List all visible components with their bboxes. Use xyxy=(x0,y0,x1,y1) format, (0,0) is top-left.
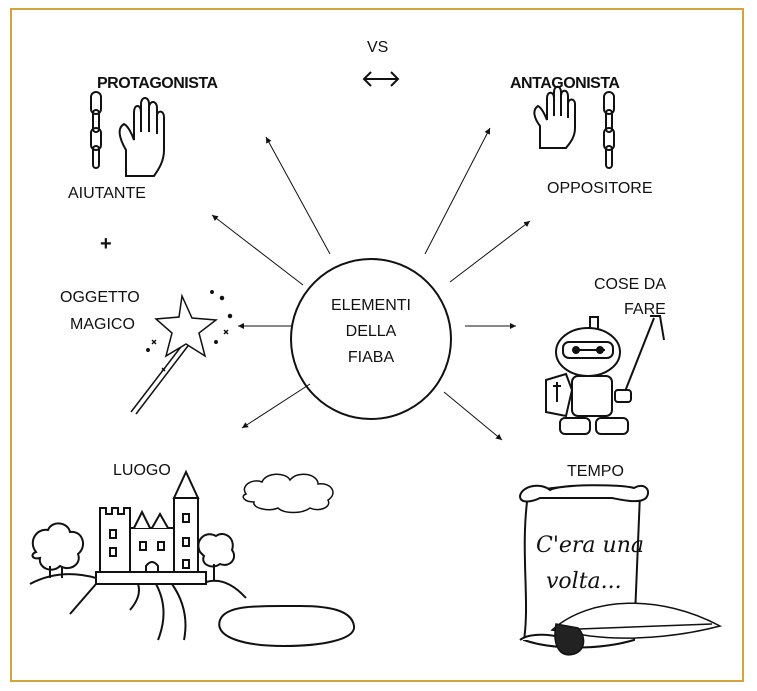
scroll-text-line-1: C'era una xyxy=(536,533,644,558)
center-label-line-3: FIABA xyxy=(347,349,395,366)
chain-icon xyxy=(603,91,615,169)
arrow-luogo xyxy=(241,383,311,429)
center-label-line-1: ELEMENTI xyxy=(330,297,411,314)
plus-sign: + xyxy=(100,233,112,255)
luogo-label: LUOGO xyxy=(113,462,171,479)
vs-label: VS xyxy=(367,39,389,56)
antagonista-label: ANTAGONISTA xyxy=(510,75,620,92)
protagonista-label: PROTAGONISTA xyxy=(97,75,218,92)
knight-icon xyxy=(545,315,665,435)
scroll-text-line-2: volta... xyxy=(546,569,622,594)
cloud-icon xyxy=(242,473,334,514)
arrow-aiutante xyxy=(211,214,304,286)
cose-da-fare-label-2: FARE xyxy=(624,301,666,318)
chain-icon xyxy=(90,91,102,169)
oggetto-magico-label-1: OGGETTO xyxy=(60,289,140,306)
oppositore-label: OPPOSITORE xyxy=(547,180,653,197)
tempo-label: TEMPO xyxy=(567,463,624,480)
arrow-protagonista xyxy=(265,136,331,255)
center-label: ELEMENTI DELLA FIABA xyxy=(311,293,431,371)
castle-icon xyxy=(95,469,207,585)
feather-icon xyxy=(550,602,723,656)
connector-arrows xyxy=(211,127,531,441)
arrow-oppositore xyxy=(449,220,531,283)
cose-da-fare-label-1: COSE DA xyxy=(594,276,667,293)
lake-icon xyxy=(218,604,355,648)
double-arrow-icon xyxy=(362,71,400,87)
hand-icon xyxy=(533,85,576,149)
hand-icon xyxy=(118,97,165,177)
aiutante-label: AIUTANTE xyxy=(68,185,146,202)
magic-wand-icon xyxy=(130,290,233,415)
arrow-antagonista xyxy=(424,127,491,255)
center-label-line-2: DELLA xyxy=(345,323,397,340)
center-circle xyxy=(290,258,452,420)
trees xyxy=(29,522,247,641)
oggetto-magico-label-2: MAGICO xyxy=(70,316,135,333)
arrow-tempo xyxy=(443,391,503,441)
